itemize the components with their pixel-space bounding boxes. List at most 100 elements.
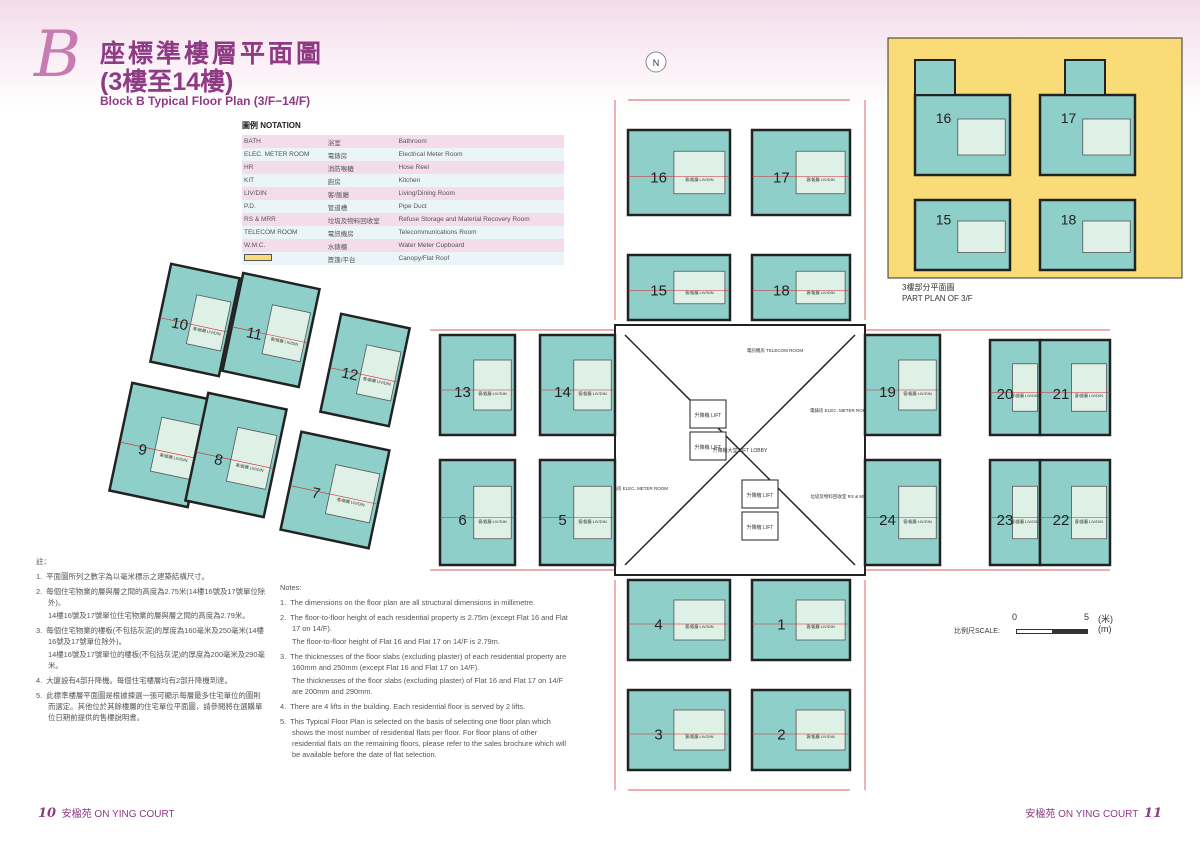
notation-cell: Pipe Duct <box>398 203 427 210</box>
scale-graphic <box>1016 629 1088 634</box>
elec-meter-room-label: 電錶房 ELEC. METER ROOM <box>608 485 668 492</box>
notation-cell: Telecommunications Room <box>398 229 477 236</box>
notation-cell: 垃圾及物料回收室 <box>327 217 380 225</box>
flat-number: 18 <box>773 282 790 299</box>
lift-lobby-label: 升降機大堂 LIFT LOBBY <box>713 447 768 454</box>
note-number: 1. <box>36 572 43 581</box>
flat-number: 8 <box>213 451 225 469</box>
room-label: 客/飯廳 LIV/DIN <box>363 375 392 387</box>
room-label: 客/飯廳 LIV/DIN <box>235 461 264 473</box>
flat-13: 13 客/飯廳 LIV/DIN <box>438 333 517 437</box>
flat-number: 13 <box>454 384 471 401</box>
notation-cell: 電錶房 <box>327 152 348 160</box>
flat-8: 8 客/飯廳 LIV/DIN <box>183 391 289 519</box>
note-item: 2. The floor-to-floor height of each res… <box>280 612 570 647</box>
room-label: 客/飯廳 LIV/DIN <box>903 390 931 396</box>
page-title-en: Block B Typical Floor Plan (3/F−14/F) <box>100 94 311 108</box>
flat-23: 23客/飯廳 LIV/DIN <box>988 458 1042 567</box>
room-label: 客/飯廳 LIV/DIN <box>685 623 713 629</box>
note-text-extra: 14樓16號及17號單位住宅物業的層與層之間的高度為2.79米。 <box>48 611 250 620</box>
page-number-left: 10 <box>38 806 57 821</box>
scale-label: 比例尺SCALE: <box>954 628 1000 635</box>
flat-number: 15 <box>936 212 952 228</box>
note-number: 2. <box>36 587 43 596</box>
room-label: 客/飯廳 LIV/DIN <box>806 176 834 182</box>
part-plan-caption-en: PART PLAN OF 3/F <box>902 294 973 303</box>
flat-number: 17 <box>773 170 790 187</box>
room-label: 客/飯廳 LIV/DIN <box>1011 518 1039 524</box>
note-number: 3. <box>36 626 43 635</box>
part-plan-room <box>1064 59 1106 96</box>
notation-cell: Kitchen <box>398 177 421 184</box>
flat-number: 18 <box>1061 212 1077 228</box>
room-label: 客/飯廳 LIV/DIN <box>578 390 606 396</box>
scale-unit-zh: (米) <box>1098 614 1113 624</box>
flat-number: 19 <box>879 384 896 401</box>
flat-number: 21 <box>1053 386 1070 403</box>
notation-cell: Electrical Meter Room <box>398 151 463 158</box>
notes-zh-heading: 註： <box>36 557 51 566</box>
note-item: 4. 大廈設有4部升降機。每個住宅樓層均有2部升降機到達。 <box>36 675 266 686</box>
note-text: 每個住宅物業的層與層之間的高度為2.75米(14樓16號及17號單位除外)。 <box>46 587 266 607</box>
notation-cell: W.M.C. <box>244 242 266 249</box>
page-number-right: 11 <box>1143 806 1162 821</box>
lift-label: 升降機 LIFT <box>695 444 722 451</box>
part-plan-flat-18: 18 <box>1038 198 1137 272</box>
flat-number: 3 <box>654 727 662 744</box>
lift: 升降機 LIFT <box>741 511 779 541</box>
notes-zh: 註： 1. 平面圖所列之數字為以毫米標示之建築結構尺寸。2. 每個住宅物業的層與… <box>36 556 266 727</box>
canopy-swatch <box>244 254 272 261</box>
flat-21: 21 客/飯廳 LIV/DIN <box>1038 338 1112 437</box>
flat-number: 1 <box>777 617 785 634</box>
part-plan-room <box>914 59 956 96</box>
notation-cell: 管道槽 <box>327 204 348 212</box>
notes-en-heading: Notes: <box>280 583 302 592</box>
flat-19: 19 客/飯廳 LIV/DIN <box>863 333 942 437</box>
flat-number: 15 <box>650 282 667 299</box>
flat-number: 17 <box>1061 110 1077 126</box>
flat-number: 12 <box>340 364 360 384</box>
note-text: This Typical Floor Plan is selected on t… <box>290 717 567 759</box>
flat-number: 14 <box>554 384 571 401</box>
note-number: 5. <box>36 691 43 700</box>
note-item: 2. 每個住宅物業的層與層之間的高度為2.75米(14樓16號及17號單位除外)… <box>36 586 266 621</box>
notation-cell: 浴室 <box>327 139 341 147</box>
notation-cell: TELECOM ROOM <box>244 229 298 236</box>
room-label: 客/飯廳 LIV/DIN <box>1075 392 1103 398</box>
note-text-extra: The floor-to-floor height of Flat 16 and… <box>292 637 500 646</box>
rs-mrr-label: 垃圾及物料回收室 RS & MRR <box>810 493 870 500</box>
notation-cell: Hose Reel <box>398 164 429 171</box>
note-number: 4. <box>36 676 43 685</box>
lift: 升降機 LIFT <box>741 479 779 509</box>
note-item: 5. This Typical Floor Plan is selected o… <box>280 716 570 760</box>
flat-number: 23 <box>997 512 1014 529</box>
notation-cell: 電訊機房 <box>327 230 354 238</box>
room-label: 客/飯廳 LIV/DIN <box>578 518 606 524</box>
elec-meter-room-label: 電錶房 ELEC. METER ROOM <box>810 407 870 414</box>
part-plan-flat-16: 16 <box>913 93 1012 177</box>
note-text: 大廈設有4部升降機。每個住宅樓層均有2部升降機到達。 <box>46 676 232 685</box>
page-title-zh: 座標準樓層平面圖 <box>100 40 325 68</box>
flat-number: 11 <box>245 324 264 344</box>
notation-cell: 水錶櫃 <box>327 243 348 251</box>
part-plan-flat-15: 15 <box>913 198 1012 272</box>
room-label: 客/飯廳 LIV/DIN <box>1011 392 1039 398</box>
room-label: 客/飯廳 LIV/DIN <box>478 390 506 396</box>
scale-zero: 0 <box>1012 612 1018 622</box>
note-text: There are 4 lifts in the building. Each … <box>290 702 526 711</box>
notation-cell: BATH <box>244 138 261 145</box>
room-label: 客/飯廳 LIV/DIN <box>685 733 713 739</box>
flat-number: 6 <box>458 512 466 529</box>
